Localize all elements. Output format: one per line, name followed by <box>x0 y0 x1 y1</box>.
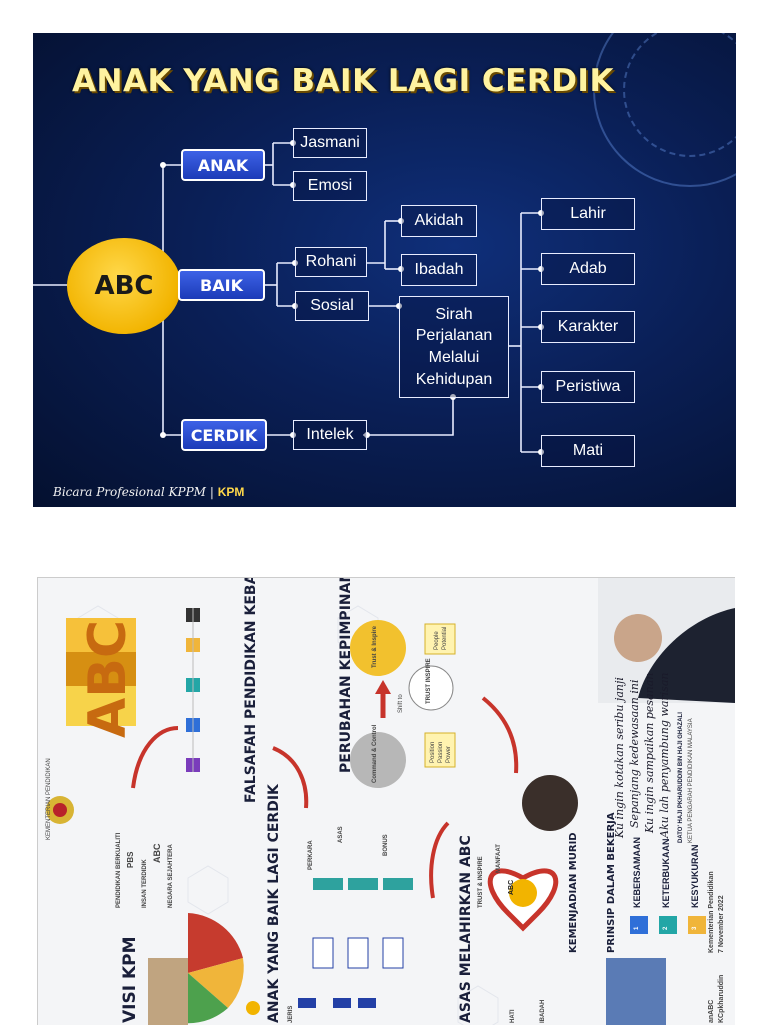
prinsip-square-2 <box>659 916 677 934</box>
footer-brand: KPM <box>217 485 245 499</box>
infographic-poster: KEMENTERIAN PENDIDIKAN ABC FALSAFAH PEND… <box>37 577 735 1025</box>
stage-karakter: Karakter <box>541 311 635 343</box>
asas-title: ASAS MELAHIRKAN ABC <box>458 835 474 1023</box>
footer-separator: | <box>209 485 214 499</box>
stage-mati: Mati <box>541 435 635 467</box>
abc-3d-logo <box>66 618 136 726</box>
footer-script: Bicara Profesional KPPM <box>53 485 206 499</box>
node-akidah: Akidah <box>401 205 477 237</box>
prinsip-item-3: KESYUKURAN <box>690 844 700 908</box>
dato-name: DATO' HAJI PKHARUDDIN BIN HAJI GHAZALI <box>678 712 684 843</box>
node-sirah: Sirah Perjalanan Melalui Kehidupan <box>399 296 509 398</box>
poem-line-1: Ku ingin kotakan seribu janji <box>613 677 626 838</box>
org-date: 7 November 2022 <box>718 895 725 953</box>
anak-label-asas: ASAS <box>338 826 344 843</box>
slide-title: ANAK YANG BAIK LAGI CERDIK <box>72 63 614 99</box>
kemenjadian-title: KEMENJADIAN MURID <box>568 832 579 953</box>
dato-title: KETUA PENGARAH PENDIDIKAN MALAYSIA <box>688 718 694 843</box>
node-rohani: Rohani <box>295 247 367 277</box>
command-circle <box>350 732 406 788</box>
stage-peristiwa: Peristiwa <box>541 371 635 403</box>
node-jasmani: Jasmani <box>293 128 367 158</box>
node-ibadah: Ibadah <box>401 254 477 286</box>
visi-item-5: NEGARA SEJAHTERA <box>168 844 174 908</box>
prinsip-square-1 <box>630 916 648 934</box>
visi-item-3: INSAN TERDIDIK <box>142 859 148 908</box>
command-item-2: Passion <box>438 741 444 763</box>
handle-2: KCpkharuddin <box>718 974 725 1023</box>
anak-label-bonus: BONUS <box>383 834 389 856</box>
stage-adab: Adab <box>541 253 635 285</box>
infographic-graphics <box>46 578 735 1025</box>
falsafah-title: FALSAFAH PENDIDIKAN KEBANGSAAN <box>243 577 259 803</box>
visi-item-4: ABC <box>152 843 162 864</box>
branch-cerdik: CERDIK <box>181 419 267 451</box>
abc-center-node: ABC <box>67 238 181 334</box>
node-intelek: Intelek <box>293 420 367 450</box>
anak-label-perkara: PERKARA <box>308 840 314 870</box>
prinsip-number-2: 2 <box>663 926 669 930</box>
org-name: Kementerian Pendidikan <box>708 871 715 953</box>
asas-item-1: TRUST & INSPIRE <box>478 856 484 908</box>
falsafah-icons <box>186 608 200 772</box>
prinsip-number-1: 1 <box>634 926 640 930</box>
stage-lahir: Lahir <box>541 198 635 230</box>
anak-label-jeris: JERIS <box>288 1005 294 1023</box>
abc-logo-text: ABC <box>78 619 138 738</box>
trust-label: Trust & Inspire <box>372 625 378 668</box>
anak-title: ANAK YANG BAIK LAGI CERDIK <box>266 784 282 1023</box>
command-label: Command & Control <box>372 724 378 783</box>
visi-item-1: PENDIDIKAN BERKUALITI <box>116 832 122 908</box>
ministry-label: KEMENTERIAN PENDIDIKAN <box>46 758 52 840</box>
perubahan-title: PERUBAHAN KEPIMPINAN <box>338 577 354 773</box>
poem-line-3: Ku ingin sampaikan pesanan <box>643 672 656 833</box>
command-item-1: Position <box>430 741 436 763</box>
shift-label: Shift to <box>398 694 404 713</box>
prinsip-square-3 <box>688 916 706 934</box>
branch-baik: BAIK <box>178 269 265 301</box>
heart-abc-label: ABC <box>508 879 515 895</box>
node-sosial: Sosial <box>295 291 369 321</box>
slide-footer: Bicara Profesional KPPM | KPM <box>53 485 244 499</box>
trust-circle <box>350 620 406 676</box>
visi-title: VISI KPM <box>120 936 140 1023</box>
trust-badge-label: TRUST INSPIRE <box>426 658 432 704</box>
visi-pie-yellow <box>188 958 244 1008</box>
trust-item-1: People <box>434 631 440 650</box>
asas-item-3: HATI <box>510 1009 516 1023</box>
students-photo <box>522 775 578 831</box>
poem-line-2: Sepanjang kedewasaan ini <box>628 679 641 828</box>
node-emosi: Emosi <box>293 171 367 201</box>
tech-ring-decoration-inner <box>623 33 736 157</box>
mindmap-connectors <box>33 140 544 455</box>
handle-1: anABC <box>708 999 715 1023</box>
prinsip-item-1: KEBERSAMAAN <box>632 836 642 908</box>
prinsip-number-3: 3 <box>692 926 698 930</box>
asas-item-2: MANFAAT <box>496 844 502 873</box>
command-item-3: Power <box>446 745 452 763</box>
branch-anak: ANAK <box>181 149 265 181</box>
trust-inspire-badge <box>408 665 454 711</box>
visi-pie-red <box>188 913 243 973</box>
visi-item-2: PBS <box>126 851 135 868</box>
asas-item-4: IBADAH <box>540 999 546 1023</box>
mindmap-slide: ANAK YANG BAIK LAGI CERDIK <box>33 33 736 507</box>
trust-item-2: Potential <box>442 626 448 650</box>
poem-line-4: Aku lah penyambung warisan <box>658 672 671 838</box>
visi-photo <box>148 958 188 1025</box>
anak-mini-diagram <box>246 878 413 1015</box>
group-photo <box>606 958 666 1025</box>
prinsip-item-2: KETERBUKAAN <box>661 838 671 909</box>
